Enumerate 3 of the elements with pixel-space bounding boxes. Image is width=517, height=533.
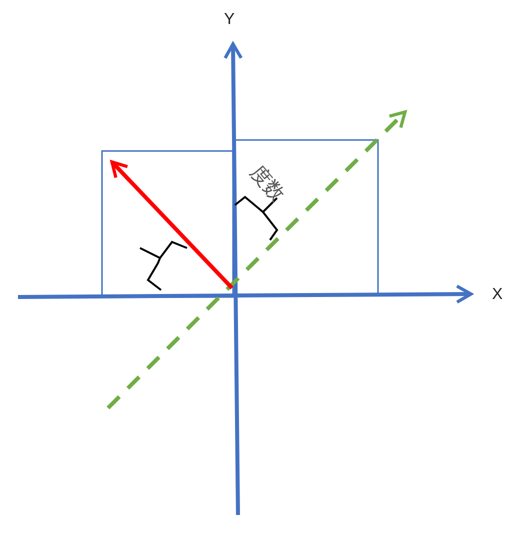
axis-label: X [492,287,503,303]
angle-label: 度数 [246,162,288,206]
axis-label: Y [224,12,235,28]
